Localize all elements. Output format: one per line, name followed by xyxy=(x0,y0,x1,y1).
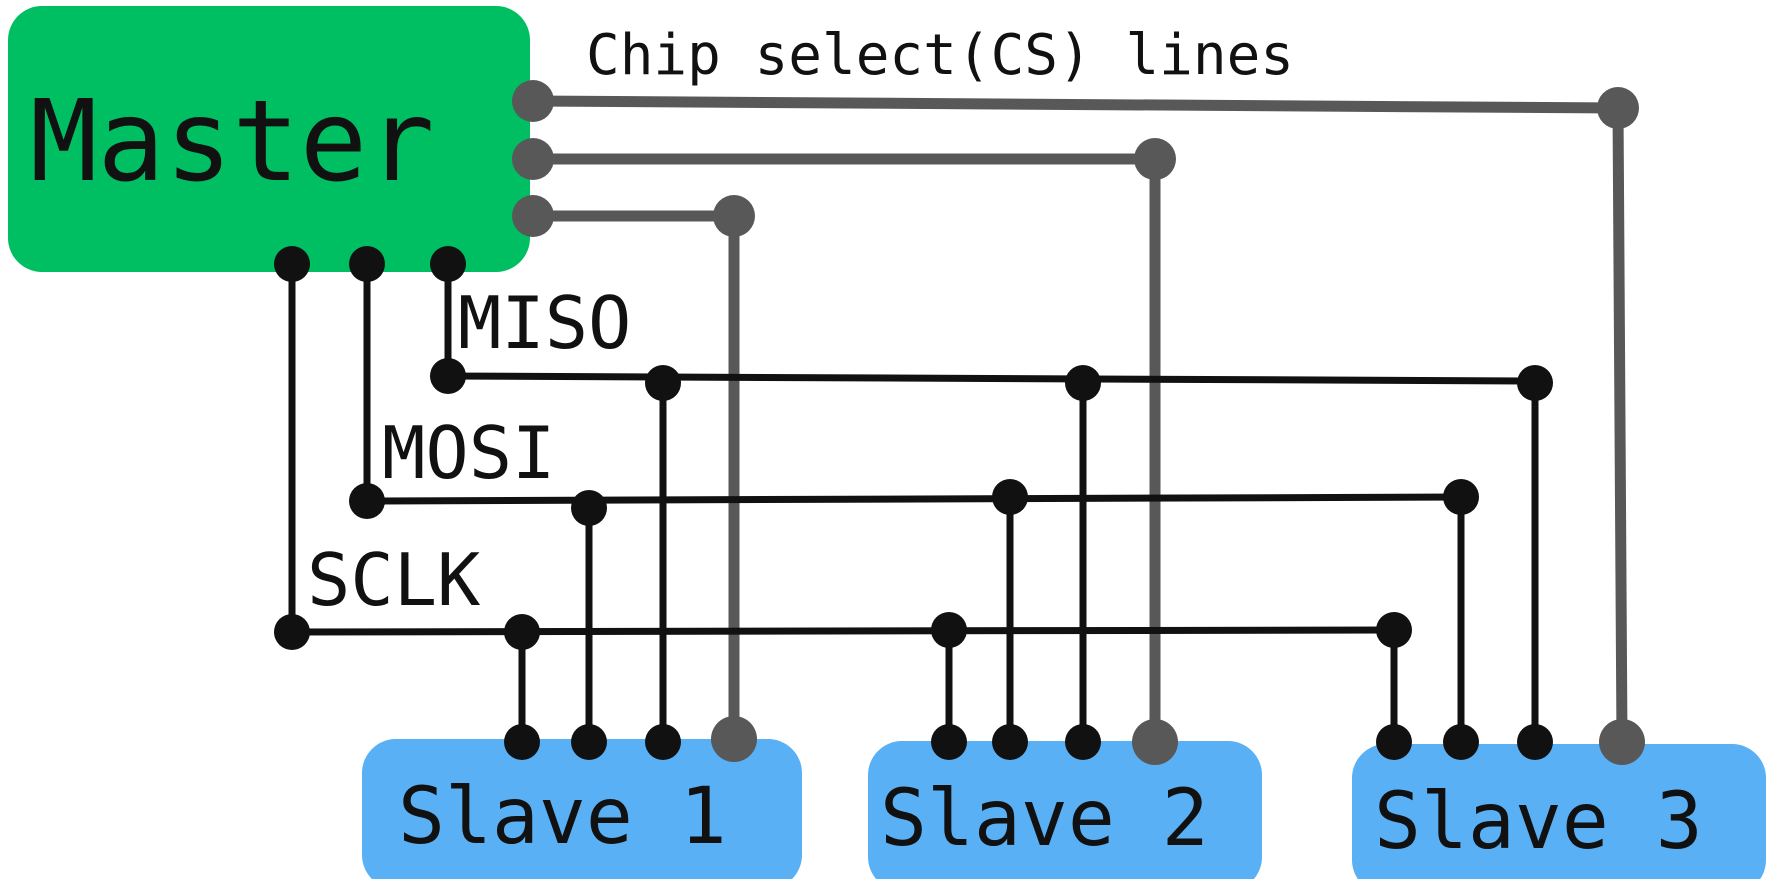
sig-dot xyxy=(430,358,466,394)
sig-dot xyxy=(571,490,607,526)
sclk-label: SCLK xyxy=(307,538,481,622)
cs-dot xyxy=(711,716,757,762)
signal-terminals xyxy=(274,246,1553,760)
slave-1-box: Slave 1 xyxy=(362,739,802,879)
sig-dot xyxy=(571,724,607,760)
sig-dot xyxy=(1443,479,1479,515)
cs-dot xyxy=(512,195,554,237)
slave-2-box-bg xyxy=(868,741,1262,879)
sig-dot xyxy=(931,724,967,760)
cs-lines-label: Chip select(CS) lines xyxy=(586,23,1294,88)
sig-dot xyxy=(645,724,681,760)
slave-1-box-bg xyxy=(362,739,802,879)
sig-dot xyxy=(1065,724,1101,760)
sig-dot xyxy=(1376,724,1412,760)
sig-dot xyxy=(504,724,540,760)
slave-3-box: Slave 3 xyxy=(1352,744,1766,879)
sig-dot xyxy=(992,479,1028,515)
cs-dot xyxy=(512,80,554,122)
cs-dot xyxy=(1132,719,1178,765)
sig-dot xyxy=(1376,612,1412,648)
master-box: Master xyxy=(8,6,530,272)
slave-3-label: Slave 3 xyxy=(1374,777,1703,867)
slave-3-box-bg xyxy=(1352,744,1766,879)
slave-1-label: Slave 1 xyxy=(398,772,727,862)
cs-dot xyxy=(713,195,755,237)
cs-dot xyxy=(1134,138,1176,180)
sig-dot xyxy=(992,724,1028,760)
sig-dot xyxy=(349,246,385,282)
sig-dot xyxy=(274,614,310,650)
sig-dot xyxy=(645,365,681,401)
sig-dot xyxy=(1517,365,1553,401)
cs-line-slave-2 xyxy=(533,153,1161,742)
sig-dot xyxy=(931,612,967,648)
sig-dot xyxy=(1443,724,1479,760)
cs-dot xyxy=(1599,719,1645,765)
miso-label: MISO xyxy=(458,281,631,365)
master-label: Master xyxy=(30,77,435,207)
sig-dot xyxy=(504,614,540,650)
slave-2-label: Slave 2 xyxy=(880,774,1209,864)
cs-terminals xyxy=(512,80,1645,765)
sig-dot xyxy=(274,246,310,282)
cs-dot xyxy=(1597,87,1639,129)
slave-2-box: Slave 2 xyxy=(868,741,1262,879)
mosi-label: MOSI xyxy=(382,411,555,495)
master-box-bg xyxy=(8,6,530,272)
sig-dot xyxy=(349,483,385,519)
cs-dot xyxy=(512,138,554,180)
sig-dot xyxy=(1517,724,1553,760)
sig-dot xyxy=(430,246,466,282)
sig-dot xyxy=(1065,365,1101,401)
